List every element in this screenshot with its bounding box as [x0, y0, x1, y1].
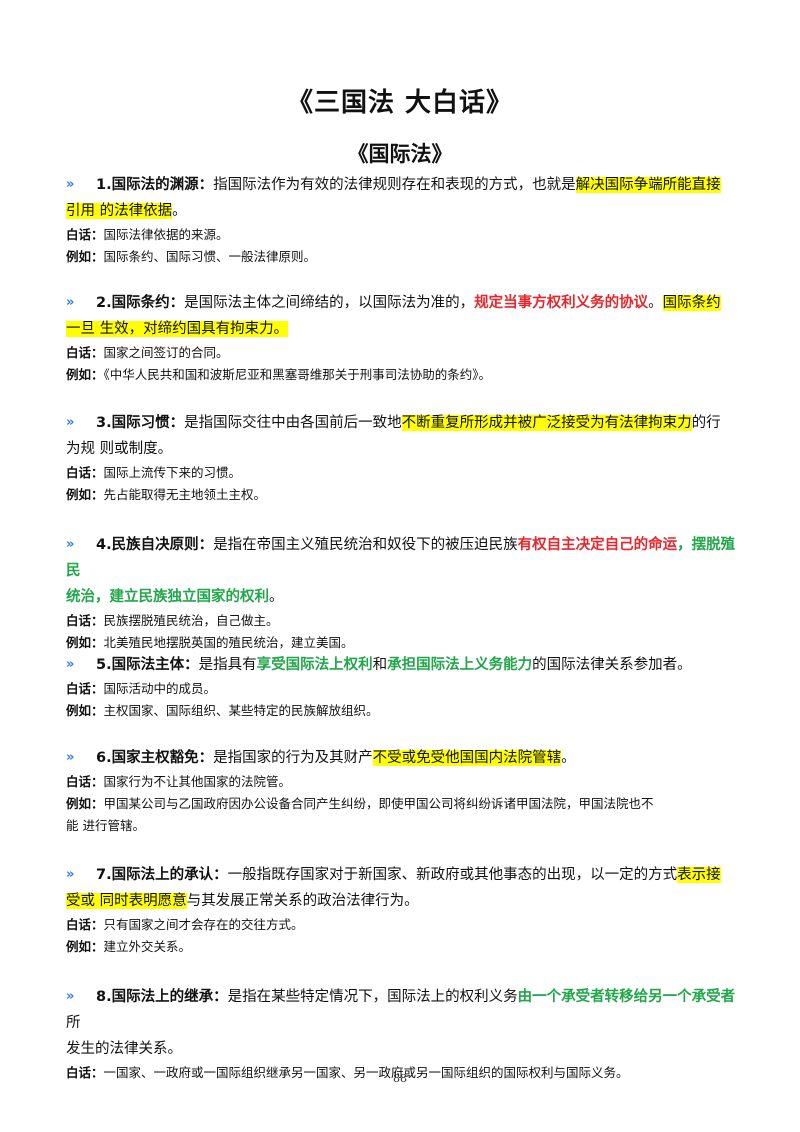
double-chevron-icon: »	[66, 750, 74, 765]
entry-term: 8.国际法上的继承：	[96, 989, 228, 1005]
double-chevron-icon: »	[66, 415, 74, 430]
page-number: 88	[393, 1072, 407, 1085]
entry-term: 4.民族自决原则：	[96, 537, 214, 553]
entry-term: 6.国家主权豁免：	[96, 750, 214, 766]
double-chevron-icon: »	[66, 537, 74, 552]
highlight: 引用 的法律依据	[66, 203, 173, 219]
highlight: 表示接	[677, 867, 721, 883]
document-title: 《三国法 大白话》	[286, 88, 514, 118]
plain-explanation: 白话：国际上流传下来的习惯。	[66, 465, 242, 480]
entry-term: 1.国际法的渊源：	[96, 177, 214, 193]
example: 例如：甲国某公司与乙国政府因办公设备合同产生纠纷，即使甲国公司将纠纷诉诸甲国法院…	[66, 796, 654, 833]
section-title: 《国际法》	[347, 142, 453, 166]
highlight: 受或 同时表明愿意	[66, 893, 187, 909]
entry-definition: »4.民族自决原则：是指在帝国主义殖民统治和奴役下的被压迫民族有权自主决定自己的…	[66, 532, 746, 610]
example: 例如：建立外交关系。	[66, 939, 192, 954]
highlight: 不受或免受他国国内法院管辖	[372, 750, 562, 766]
entry-definition: »2.国际条约：是国际法主体之间缔结的，以国际法为准的，规定当事方权利义务的协议…	[66, 290, 746, 342]
plain-explanation: 白话：国家之间签订的合同。	[66, 345, 229, 360]
plain-explanation: 白话：只有国家之间才会存在的交往方式。	[66, 917, 304, 932]
entry-recognition: »7.国际法上的承认：一般指既存国家对于新国家、新政府或其他事态的出现，以一定的…	[66, 862, 746, 958]
entry-term: 3.国际习惯：	[96, 415, 185, 431]
highlight: 国际条约	[662, 295, 721, 311]
double-chevron-icon: »	[66, 989, 74, 1004]
red-emphasis: 有权自主决定自己的命运	[517, 537, 678, 553]
plain-explanation: 白话：国际活动中的成员。	[66, 681, 217, 696]
plain-explanation: 白话：民族摆脱殖民统治，自己做主。	[66, 613, 279, 628]
entry-term: 2.国际条约：	[96, 295, 185, 311]
entry-term: 7.国际法上的承认：	[96, 867, 228, 883]
entry-term: 5.国际法主体：	[96, 657, 199, 673]
entry-succession: »8.国际法上的继承：是指在某些特定情况下，国际法上的权利义务由一个承受者转移给…	[66, 984, 746, 1084]
plain-explanation: 白话：国家行为不让其他国家的法院管。	[66, 774, 292, 789]
entry-definition: »8.国际法上的继承：是指在某些特定情况下，国际法上的权利义务由一个承受者转移给…	[66, 984, 746, 1062]
double-chevron-icon: »	[66, 657, 74, 672]
entry-subjects: »5.国际法主体：是指具有享受国际法上权利和承担国际法上义务能力的国际法律关系参…	[66, 652, 746, 722]
green-emphasis: 承担国际法上义务能力	[387, 657, 533, 673]
highlight: 一旦 生效，对缔约国具有拘束力。	[66, 321, 289, 337]
example: 例如：北美殖民地摆脱英国的殖民统治，建立美国。	[66, 635, 354, 650]
example: 例如：先占能取得无主地领土主权。	[66, 487, 267, 502]
double-chevron-icon: »	[66, 295, 74, 310]
plain-explanation: 白话：国际法律依据的来源。	[66, 227, 229, 242]
entry-definition: »1.国际法的渊源：指国际法作为有效的法律规则存在和表现的方式，也就是解决国际争…	[66, 172, 746, 224]
entry-definition: »7.国际法上的承认：一般指既存国家对于新国家、新政府或其他事态的出现，以一定的…	[66, 862, 746, 914]
double-chevron-icon: »	[66, 177, 74, 192]
entry-definition: »3.国际习惯：是指国际交往中由各国前后一致地不断重复所形成并被广泛接受为有法律…	[66, 410, 746, 462]
red-emphasis: 规定当事方权利义务的协议	[474, 295, 649, 311]
entry-treaty: »2.国际条约：是国际法主体之间缔结的，以国际法为准的，规定当事方权利义务的协议…	[66, 290, 746, 386]
highlight: 解决国际争端所能直接	[575, 177, 721, 193]
entry-self-determination: »4.民族自决原则：是指在帝国主义殖民统治和奴役下的被压迫民族有权自主决定自己的…	[66, 532, 746, 654]
entry-sources: »1.国际法的渊源：指国际法作为有效的法律规则存在和表现的方式，也就是解决国际争…	[66, 172, 746, 268]
entry-definition: »5.国际法主体：是指具有享受国际法上权利和承担国际法上义务能力的国际法律关系参…	[66, 652, 746, 678]
plain-explanation: 白话：一国家、一政府或一国际组织继承另一国家、另一政府或另一国际组织的国际权利与…	[66, 1065, 629, 1080]
highlight: 不断重复所形成并被广泛接受为有法律拘束力	[401, 415, 692, 431]
example: 例如：主权国家、国际组织、某些特定的民族解放组织。	[66, 703, 379, 718]
entry-definition: »6.国家主权豁免：是指国家的行为及其财产不受或免受他国国内法院管辖。	[66, 745, 746, 771]
entry-immunity: »6.国家主权豁免：是指国家的行为及其财产不受或免受他国国内法院管辖。 白话：国…	[66, 745, 746, 837]
green-emphasis: 享受国际法上权利	[256, 657, 373, 673]
example: 例如：国际条约、国际习惯、一般法律原则。	[66, 249, 317, 264]
example: 例如：《中华人民共和国和波斯尼亚和黑塞哥维那关于刑事司法协助的条约》。	[66, 367, 492, 382]
double-chevron-icon: »	[66, 867, 74, 882]
green-emphasis: 由一个承受者转移给另一个承受者	[517, 989, 736, 1005]
green-emphasis: 统治，建立民族独立国家的权利	[66, 589, 269, 605]
entry-custom: »3.国际习惯：是指国际交往中由各国前后一致地不断重复所形成并被广泛接受为有法律…	[66, 410, 746, 506]
green-emphasis: ，摆脱殖民	[66, 537, 736, 579]
